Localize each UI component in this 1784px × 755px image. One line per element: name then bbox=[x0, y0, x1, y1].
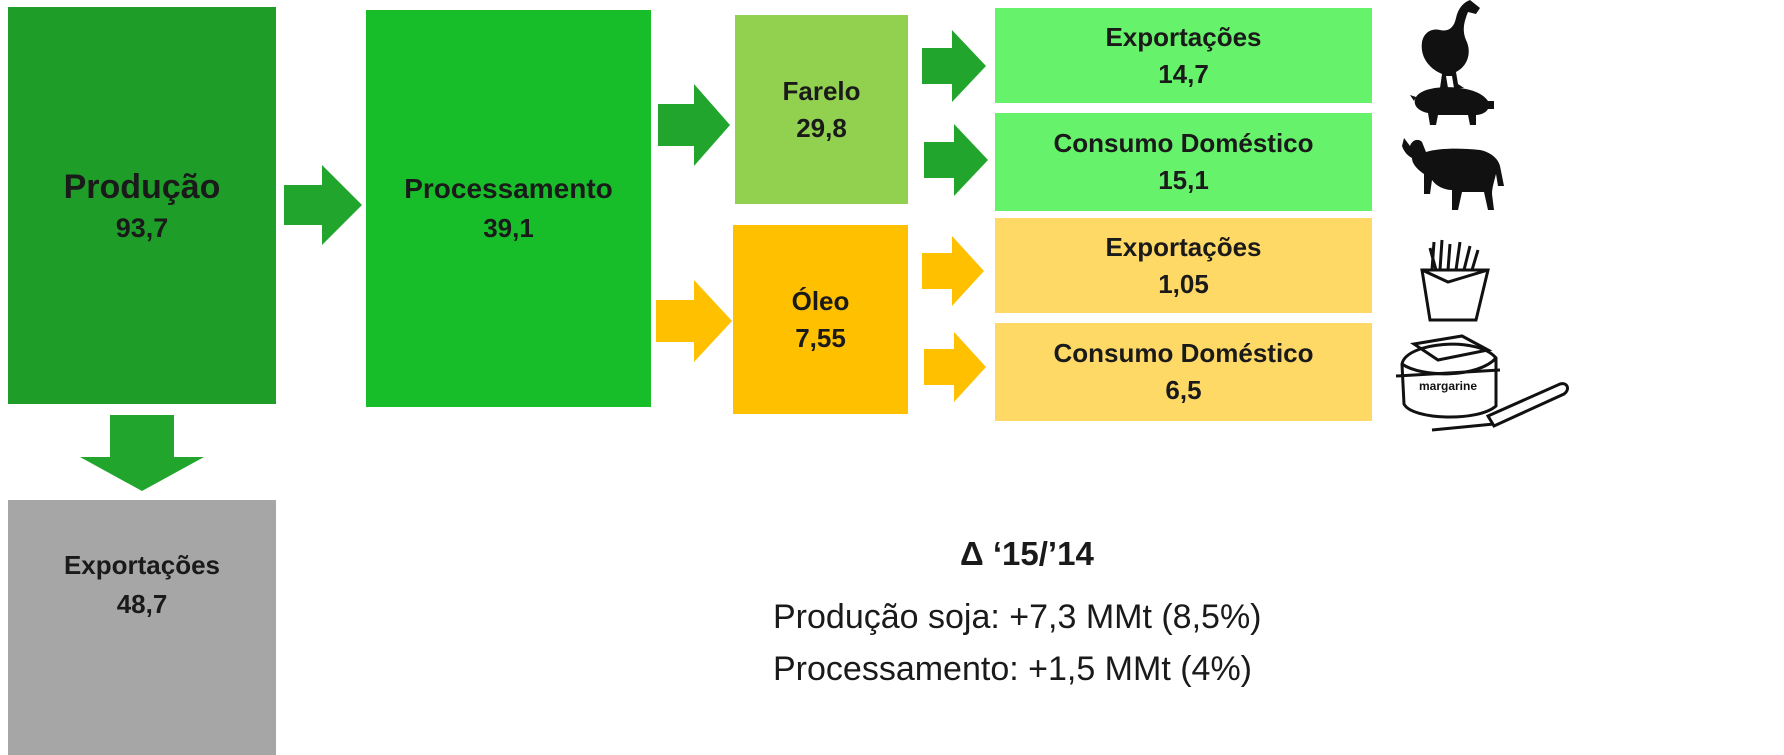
pig-icon bbox=[1410, 87, 1494, 125]
farelo-exportacoes-value: 14,7 bbox=[1158, 58, 1209, 89]
cow-icon bbox=[1402, 138, 1504, 210]
chicken-icon bbox=[1421, 0, 1480, 88]
oleo-consumo-box: Consumo Doméstico 6,5 bbox=[995, 323, 1372, 421]
farelo-exportacoes-label: Exportações bbox=[1105, 21, 1262, 52]
oleo-label: Óleo bbox=[791, 285, 850, 316]
margarine-icon: margarine bbox=[1395, 334, 1569, 432]
arrow-farelo-to-consumo bbox=[924, 124, 988, 196]
oleo-consumo-label: Consumo Doméstico bbox=[1053, 338, 1314, 368]
oleo-value: 7,55 bbox=[795, 322, 846, 353]
exportacoes-graos-value: 48,7 bbox=[116, 589, 168, 619]
farelo-exportacoes-box: Exportações 14,7 bbox=[995, 8, 1372, 103]
delta-line-producao: Produção soja: +7,3 MMt (8,5%) bbox=[773, 598, 1262, 636]
farelo-consumo-label: Consumo Doméstico bbox=[1053, 128, 1314, 158]
exportacoes-graos-label: Exportações bbox=[63, 550, 221, 580]
oleo-exportacoes-label: Exportações bbox=[1105, 231, 1262, 262]
processamento-box: Processamento 39,1 bbox=[366, 10, 651, 407]
oleo-box: Óleo 7,55 bbox=[733, 225, 908, 414]
oleo-exportacoes-box: Exportações 1,05 bbox=[995, 218, 1372, 313]
oleo-exportacoes-value: 1,05 bbox=[1158, 268, 1209, 299]
processamento-value: 39,1 bbox=[483, 213, 534, 243]
delta-title: Δ ‘15/’14 bbox=[960, 535, 1094, 572]
farelo-box: Farelo 29,8 bbox=[735, 15, 908, 204]
delta-line-processamento: Processamento: +1,5 MMt (4%) bbox=[773, 650, 1253, 688]
exportacoes-graos-box: Exportações 48,7 bbox=[8, 500, 276, 755]
arrow-producao-to-processamento bbox=[284, 165, 362, 245]
farelo-consumo-box: Consumo Doméstico 15,1 bbox=[995, 113, 1372, 211]
processamento-label: Processamento bbox=[404, 173, 613, 204]
arrow-to-farelo bbox=[658, 84, 730, 166]
arrow-oleo-to-consumo bbox=[924, 332, 986, 402]
farelo-value: 29,8 bbox=[796, 112, 847, 143]
arrow-oleo-to-exportacoes bbox=[922, 236, 984, 306]
oleo-consumo-value: 6,5 bbox=[1165, 375, 1202, 405]
farelo-label: Farelo bbox=[782, 75, 861, 106]
arrow-producao-to-exportacoes bbox=[80, 415, 204, 491]
farelo-consumo-value: 15,1 bbox=[1158, 165, 1209, 195]
margarine-label: margarine bbox=[1419, 379, 1477, 393]
producao-value: 93,7 bbox=[115, 212, 169, 243]
arrow-to-oleo bbox=[656, 280, 732, 362]
producao-box: Produção 93,7 bbox=[8, 7, 276, 404]
producao-label: Produção bbox=[63, 167, 221, 206]
fries-icon bbox=[1420, 239, 1490, 322]
arrow-farelo-to-exportacoes bbox=[922, 30, 986, 102]
